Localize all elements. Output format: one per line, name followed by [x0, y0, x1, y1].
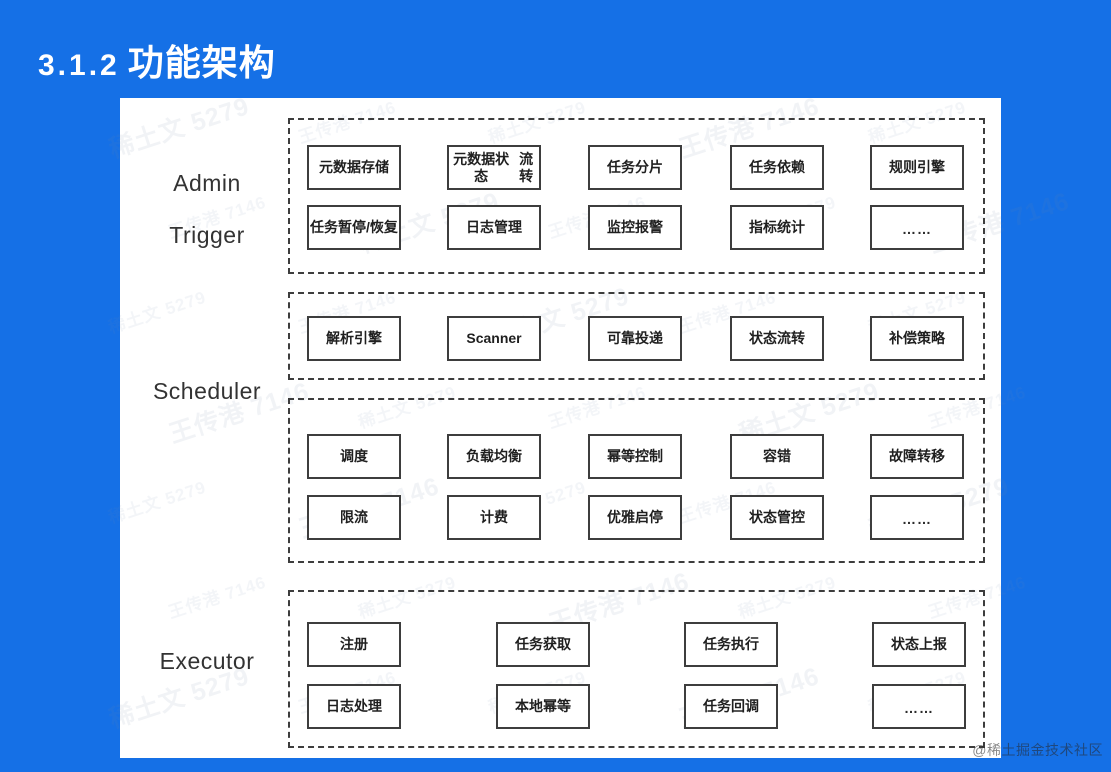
capability-label: 任务分片	[607, 158, 663, 175]
capability-box[interactable]: Scanner	[447, 316, 541, 361]
capability-label: ……	[902, 220, 932, 237]
capability-box[interactable]: 状态管控	[730, 495, 824, 540]
capability-label: 元数据存储	[319, 158, 389, 175]
capability-box[interactable]: 调度	[307, 434, 401, 479]
capability-box[interactable]: 指标统计	[730, 205, 824, 250]
capability-box[interactable]: 负载均衡	[447, 434, 541, 479]
capability-box[interactable]: 任务执行	[684, 622, 778, 667]
capability-label: 任务获取	[515, 635, 571, 652]
capability-label: 规则引擎	[889, 158, 945, 175]
watermark-tile: 稀土文 5279	[106, 92, 254, 164]
capability-box-more[interactable]: ……	[872, 684, 966, 729]
capability-box[interactable]: 任务回调	[684, 684, 778, 729]
capability-label: 幂等控制	[607, 447, 663, 464]
capability-label: 补偿策略	[889, 329, 945, 346]
capability-label: ……	[902, 510, 932, 527]
capability-label: ……	[904, 699, 934, 716]
capability-label: 注册	[340, 635, 368, 652]
watermark-tile: 王传港 7146	[166, 572, 269, 623]
capability-box[interactable]: 故障转移	[870, 434, 964, 479]
capability-box[interactable]: 容错	[730, 434, 824, 479]
capability-box-more[interactable]: ……	[870, 495, 964, 540]
capability-box[interactable]: 元数据状态流转	[447, 145, 541, 190]
capability-label: /恢复	[366, 219, 398, 236]
capability-label: 状态管控	[749, 508, 805, 525]
watermark-tile: 稀土文 5279	[106, 477, 209, 528]
capability-label: 故障转移	[889, 447, 945, 464]
capability-label: 调度	[340, 447, 368, 464]
layer-group-admin: 元数据存储 元数据状态流转 任务分片 任务依赖 规则引擎任务暂停/恢复 日志管理 监控报警 指…	[288, 118, 985, 274]
capability-label: 负载均衡	[466, 447, 522, 464]
capability-box[interactable]: 计费	[447, 495, 541, 540]
capability-label: 容错	[763, 447, 791, 464]
capability-label: 指标统计	[749, 218, 805, 235]
capability-label: 本地幂等	[515, 697, 571, 714]
capability-box[interactable]: 补偿策略	[870, 316, 964, 361]
capability-box[interactable]: 任务依赖	[730, 145, 824, 190]
capability-box-more[interactable]: ……	[870, 205, 964, 250]
capability-box[interactable]: 本地幂等	[496, 684, 590, 729]
layer-group-scheduler: 调度 负载均衡 幂等控制 容错 故障转移限流 计费 优雅启停 状态管控 ……	[288, 398, 985, 563]
capability-box[interactable]: 解析引擎	[307, 316, 401, 361]
capability-box[interactable]: 注册	[307, 622, 401, 667]
capability-box[interactable]: 限流	[307, 495, 401, 540]
capability-label: 限流	[340, 508, 368, 525]
capability-box[interactable]: 监控报警	[588, 205, 682, 250]
capability-label: 解析引擎	[326, 329, 382, 346]
capability-box[interactable]: 规则引擎	[870, 145, 964, 190]
layer-label-scheduler: Scheduler	[152, 378, 262, 404]
layer-group-trigger: 解析引擎 Scanner 可靠投递 状态流转 补偿策略	[288, 292, 985, 380]
capability-box[interactable]: 可靠投递	[588, 316, 682, 361]
capability-label: 优雅启停	[607, 508, 663, 525]
capability-label: 可靠投递	[607, 329, 663, 346]
capability-box[interactable]: 元数据存储	[307, 145, 401, 190]
layer-label-executor: Executor	[159, 648, 255, 674]
capability-label: 任务暂停	[310, 219, 367, 236]
capability-box[interactable]: 幂等控制	[588, 434, 682, 479]
capability-label: 计费	[480, 508, 508, 525]
capability-label: 任务执行	[703, 635, 759, 652]
capability-label: 日志管理	[466, 218, 522, 235]
slide-title-text: 功能架构	[127, 42, 276, 83]
capability-label: 状态流转	[749, 329, 805, 346]
capability-box[interactable]: 任务分片	[588, 145, 682, 190]
capability-label: 监控报警	[607, 218, 663, 235]
capability-label: 状态上报	[891, 635, 947, 652]
capability-label: Scanner	[466, 329, 522, 346]
layer-group-executor: 注册 任务获取 任务执行 状态上报日志处理 本地幂等 任务回调 ……	[288, 590, 985, 748]
corner-watermark: @稀土掘金技术社区	[972, 742, 1103, 758]
capability-box[interactable]: 任务获取	[496, 622, 590, 667]
capability-label: 任务依赖	[749, 158, 805, 175]
capability-box[interactable]: 任务暂停/恢复	[307, 205, 401, 250]
capability-box[interactable]: 优雅启停	[588, 495, 682, 540]
capability-box[interactable]: 日志处理	[307, 684, 401, 729]
capability-label: 元数据状态	[453, 150, 510, 184]
capability-box[interactable]: 日志管理	[447, 205, 541, 250]
capability-label: 任务回调	[703, 697, 759, 714]
capability-label: 日志处理	[326, 697, 382, 714]
capability-box[interactable]: 状态上报	[872, 622, 966, 667]
slide-number: 3.1.2	[38, 49, 120, 82]
capability-box[interactable]: 状态流转	[730, 316, 824, 361]
capability-label: 流转	[519, 150, 534, 184]
layer-label-trigger: Trigger	[169, 222, 245, 248]
layer-label-admin: Admin	[173, 170, 241, 196]
watermark-tile: 稀土文 5279	[106, 287, 209, 338]
